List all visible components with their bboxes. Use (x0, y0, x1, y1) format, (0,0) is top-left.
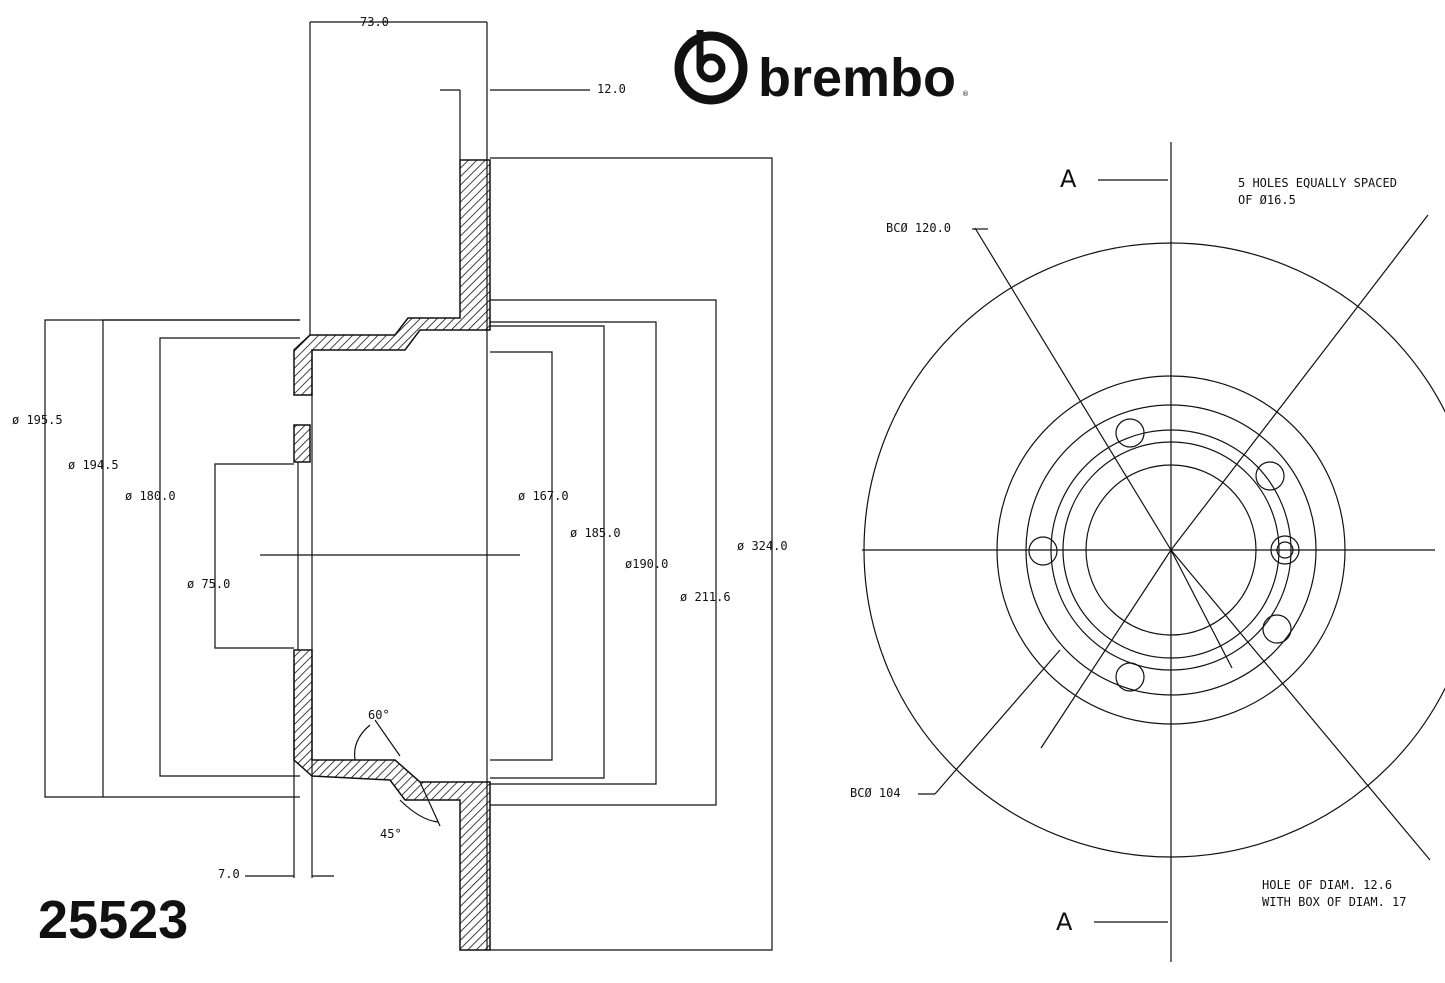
bolt-hole-3 (1270, 535, 1300, 565)
bolt-hole-2 (1255, 461, 1285, 491)
dim-d180: ø 180.0 (125, 489, 176, 503)
section-view: 73.0 12.0 ø 195.5 ø 194.5 ø 180.0 ø 75.0… (12, 15, 788, 951)
dim-d194-5: ø 194.5 (68, 458, 119, 472)
dim-d167: ø 167.0 (518, 489, 569, 503)
bolt-hole-4 (1262, 614, 1292, 644)
dim-12: 12.0 (597, 82, 626, 96)
bolt-circle-label: BCØ 120.0 (886, 221, 951, 235)
section-hatch-upper (293, 159, 491, 396)
dim-73: 73.0 (360, 15, 389, 29)
dim-d211-6: ø 211.6 (680, 590, 731, 604)
dim-angle-45: 45° (380, 827, 402, 841)
brand-name: brembo (758, 48, 956, 108)
bolt-hole-6 (1028, 536, 1058, 566)
dim-offset-7: 7.0 (218, 867, 240, 881)
brembo-logo: brembo ® (674, 30, 969, 108)
part-number: 25523 (38, 890, 188, 950)
section-hatch-hat-mid (293, 424, 311, 463)
hole-note-line2: WITH BOX OF DIAM. 17 (1262, 895, 1407, 909)
bolt-hole-5 (1115, 662, 1145, 692)
svg-text:A: A (1056, 908, 1073, 936)
registered-mark: ® (962, 90, 969, 98)
holes-note-line1: 5 HOLES EQUALLY SPACED (1238, 176, 1397, 190)
hole-note-line1: HOLE OF DIAM. 12.6 (1262, 878, 1392, 892)
brembo-b-disc-logo-icon (674, 30, 748, 105)
front-view: A A BCØ 120.0 BCØ 104 5 HOLES EQUALLY SP… (850, 142, 1445, 962)
dim-d75: ø 75.0 (187, 577, 230, 591)
dim-angle-60: 60° (368, 708, 390, 722)
svg-text:A: A (1060, 165, 1077, 193)
small-hole (1276, 541, 1294, 559)
dim-d324: ø 324.0 (737, 539, 788, 553)
holes-note-line2: OF Ø16.5 (1238, 193, 1296, 207)
pilot-circle-label: BCØ 104 (850, 786, 901, 800)
dim-d195-5: ø 195.5 (12, 413, 63, 427)
bolt-hole-1 (1115, 418, 1145, 448)
section-marker-bottom: A (1056, 908, 1168, 936)
section-hatch-lower (293, 649, 491, 951)
dim-d185: ø 185.0 (570, 526, 621, 540)
dim-d190: ø190.0 (625, 557, 668, 571)
section-marker-top: A (1060, 165, 1168, 193)
